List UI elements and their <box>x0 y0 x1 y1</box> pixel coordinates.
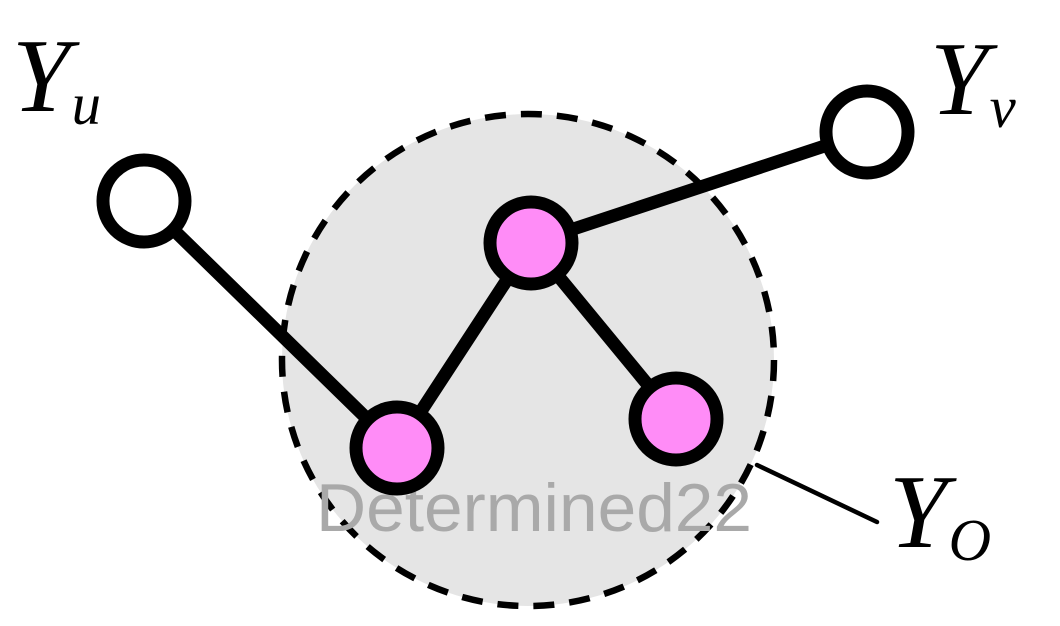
edge-u-o2 <box>137 194 404 455</box>
label-Yu: Yu <box>12 23 101 134</box>
label-YO-subscript: O <box>948 507 992 573</box>
label-Yv-base: Y <box>930 20 989 137</box>
label-Yu-base: Y <box>12 17 71 134</box>
callout-layer <box>754 462 880 525</box>
nodes-layer <box>96 84 915 496</box>
node-v <box>819 84 915 180</box>
label-Yv-subscript: v <box>989 74 1016 140</box>
label-YO-base: Y <box>889 453 948 570</box>
region-callout-line <box>754 462 880 525</box>
node-o2 <box>349 400 445 496</box>
label-Yu-subscript: u <box>71 71 101 137</box>
node-o1 <box>483 195 579 291</box>
edge-o1-v <box>524 125 874 250</box>
label-Yv: Yv <box>930 26 1016 137</box>
label-YO: YO <box>889 459 991 570</box>
node-u <box>96 153 192 249</box>
node-o3 <box>628 371 724 467</box>
